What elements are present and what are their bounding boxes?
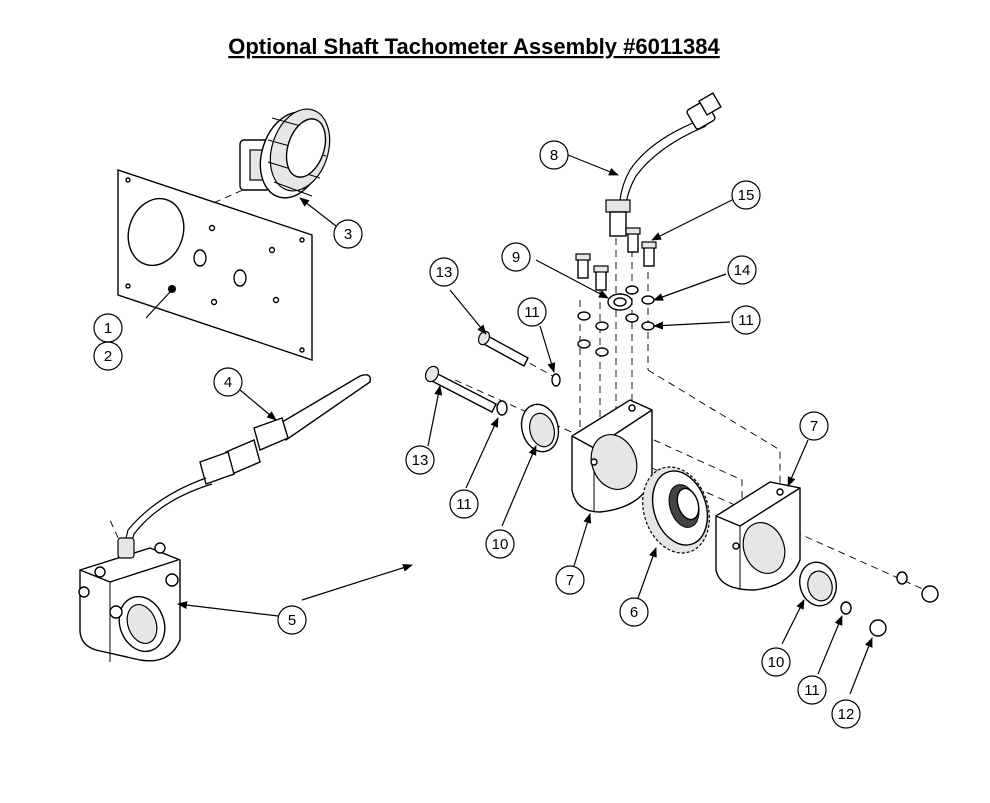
callout-7-right: 7 — [799, 411, 829, 441]
callout-7-left: 7 — [555, 565, 585, 595]
callout-label: 11 — [804, 682, 820, 699]
callout-6: 6 — [619, 597, 649, 627]
callout-label: 11 — [524, 304, 540, 321]
callout-label: 10 — [768, 654, 785, 671]
callout-label: 14 — [734, 262, 751, 279]
sensor-housing-assembly — [78, 537, 181, 662]
callout-9: 9 — [501, 242, 531, 272]
callout-label: 2 — [104, 348, 112, 365]
callout-10-left: 10 — [485, 529, 515, 559]
callout-8: 8 — [539, 140, 569, 170]
callout-label: 7 — [810, 418, 818, 435]
sensor-cable — [123, 374, 371, 549]
callout-label: 8 — [550, 147, 558, 164]
callout-label: 1 — [104, 320, 112, 337]
callout-10-right: 10 — [761, 647, 791, 677]
long-bolts — [424, 330, 561, 416]
callout-4: 4 — [213, 367, 243, 397]
callout-label: 9 — [512, 249, 520, 266]
diagram-title: Optional Shaft Tachometer Assembly #6011… — [228, 34, 720, 59]
callout-11-right: 11 — [731, 305, 761, 335]
callout-11-top: 11 — [517, 297, 547, 327]
callout-label: 11 — [738, 312, 754, 329]
callout-13-bottom: 13 — [405, 445, 435, 475]
mounting-brackets — [571, 399, 801, 591]
speed-sensor-probe — [605, 92, 722, 237]
callout-label: 13 — [412, 452, 429, 469]
callout-label: 10 — [492, 536, 509, 553]
callout-label: 4 — [224, 374, 232, 391]
callout-14: 14 — [727, 255, 757, 285]
panel-fastener-dot — [168, 285, 176, 293]
callout-label: 11 — [456, 496, 472, 513]
callout-12: 12 — [831, 699, 861, 729]
callout-label: 3 — [344, 226, 352, 243]
callout-label: 13 — [436, 264, 453, 281]
callout-5: 5 — [277, 605, 307, 635]
callout-label: 6 — [630, 604, 638, 621]
callout-2: 2 — [93, 341, 123, 371]
callout-3: 3 — [333, 219, 363, 249]
callout-11-bottom: 11 — [797, 675, 827, 705]
pickup-gear — [642, 466, 710, 554]
callout-1: 1 — [93, 313, 123, 343]
callout-label: 12 — [838, 706, 855, 723]
callout-15: 15 — [731, 180, 761, 210]
tachometer-gauge — [239, 108, 331, 199]
callout-label: 15 — [738, 187, 755, 204]
top-hardware — [575, 227, 657, 357]
callout-13-top: 13 — [429, 257, 459, 287]
nuts-and-washers — [840, 571, 939, 637]
callout-11-mid-left: 11 — [449, 489, 479, 519]
callout-label: 5 — [288, 612, 296, 629]
callout-leaders — [145, 154, 873, 695]
seal-rings — [520, 403, 837, 607]
callout-label: 7 — [566, 572, 574, 589]
mounting-panel — [117, 169, 313, 361]
